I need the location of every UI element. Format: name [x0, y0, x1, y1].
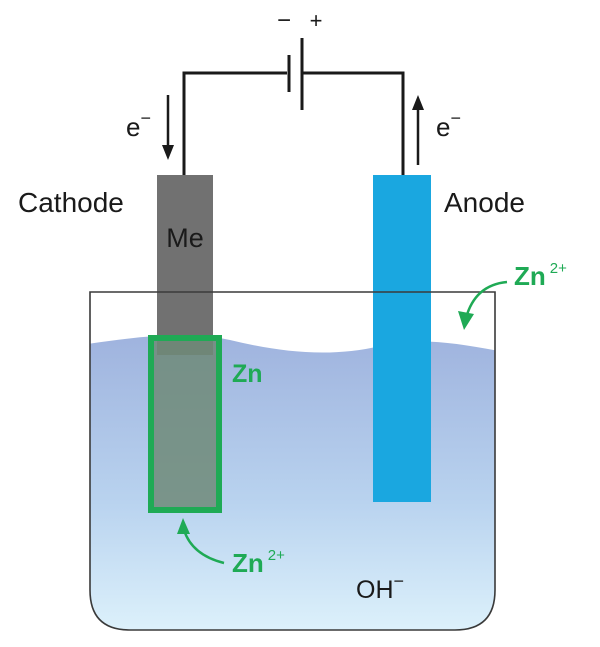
- left-wire: [182, 71, 287, 175]
- cathode-submerged: [151, 338, 219, 510]
- left-electron-label: e−: [126, 108, 151, 142]
- battery-minus-label: −: [277, 7, 291, 34]
- right-electron-label: e−: [436, 108, 461, 142]
- cathode-metal-label: Me: [166, 223, 204, 253]
- anode-electrode: [373, 175, 431, 502]
- zinc-deposit-layer: [148, 335, 222, 513]
- zinc-deposit-label: Zn: [232, 360, 263, 388]
- zinc-ion-bottom-arrow: [177, 518, 225, 565]
- left-electron-arrow: [162, 95, 174, 160]
- cathode-title: Cathode: [18, 187, 124, 218]
- right-wire: [303, 71, 405, 175]
- right-electron-arrow: [412, 95, 424, 165]
- hydroxide-ion-label: OH−: [356, 571, 404, 604]
- anode-title: Anode: [444, 187, 525, 218]
- beaker-container: [89, 291, 496, 631]
- battery-plus-label: +: [310, 8, 323, 33]
- zinc-ion-top-arrow: [458, 280, 508, 330]
- cathode-electrode: [157, 175, 213, 355]
- electrolyte-liquid: [90, 335, 495, 630]
